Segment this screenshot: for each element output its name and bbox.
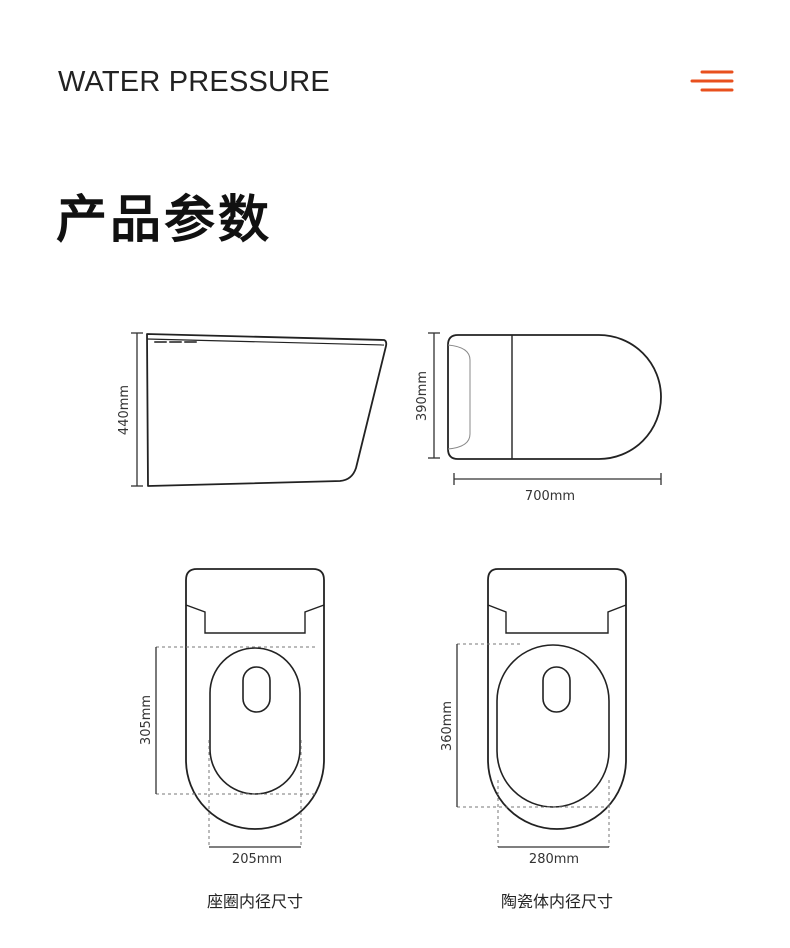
side-height-dimension-line bbox=[131, 332, 143, 487]
top-width-dimension-line bbox=[428, 332, 440, 459]
hamburger-menu-icon[interactable] bbox=[688, 66, 736, 96]
side-height-label: 440mm bbox=[117, 385, 132, 435]
top-view: 390mm 700mm bbox=[415, 332, 662, 504]
ceramic-width-label: 280mm bbox=[529, 852, 579, 867]
seat-ring-view: 305mm 205mm bbox=[139, 568, 325, 867]
top-view-outline bbox=[447, 334, 662, 460]
seat-ring-caption: 座圈内径尺寸 bbox=[206, 892, 303, 911]
side-view-outline bbox=[146, 333, 388, 487]
page-title: 产品参数 bbox=[56, 191, 273, 250]
side-view: 440mm bbox=[117, 332, 388, 487]
top-width-label: 390mm bbox=[415, 371, 430, 421]
top-length-label: 700mm bbox=[525, 489, 575, 504]
seat-height-label: 305mm bbox=[139, 695, 154, 745]
seat-water-hole bbox=[242, 666, 271, 713]
ceramic-body-view: 360mm 280mm bbox=[440, 568, 627, 867]
ceramic-water-hole bbox=[542, 666, 571, 713]
header-title: WATER PRESSURE bbox=[58, 66, 330, 98]
top-length-dimension-line bbox=[453, 473, 662, 485]
ceramic-height-label: 360mm bbox=[440, 701, 455, 751]
seat-width-label: 205mm bbox=[232, 852, 282, 867]
ceramic-body-caption: 陶瓷体内径尺寸 bbox=[500, 892, 613, 911]
